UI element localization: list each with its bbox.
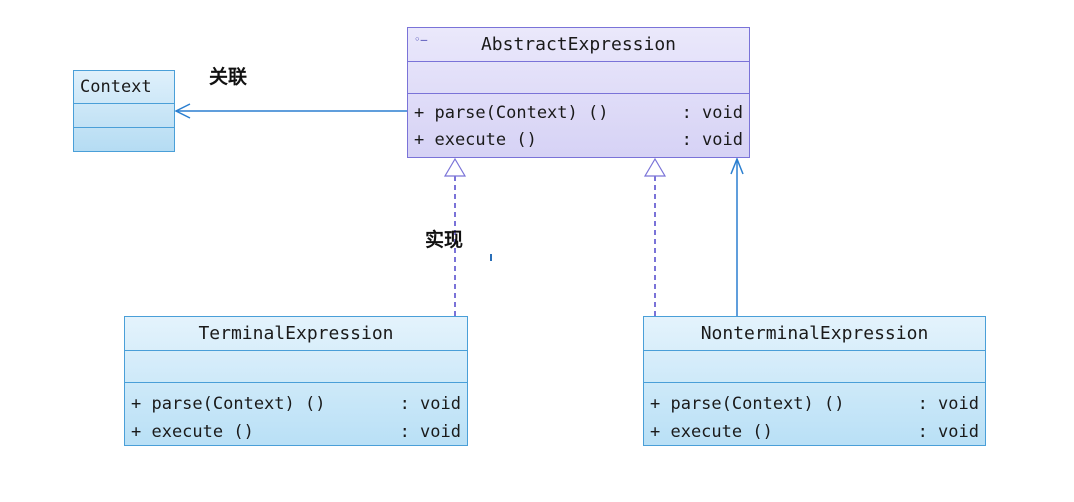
class-name: AbstractExpression <box>480 34 677 55</box>
operations-section: + parse(Context) () : void + execute () … <box>125 382 467 446</box>
class-name: Context <box>80 77 152 97</box>
operation-row: + parse(Context) () : void <box>644 390 985 418</box>
operations-section <box>74 127 174 151</box>
abstract-class-icon: ◦— <box>414 33 428 46</box>
attributes-section <box>125 350 467 382</box>
operation-type: : void <box>399 422 461 442</box>
attributes-section <box>74 103 174 127</box>
operation-type: : void <box>681 130 743 150</box>
operations-section: + parse(Context) () : void + execute () … <box>408 93 749 154</box>
class-nonterminal-expression[interactable]: NonterminalExpression + parse(Context) (… <box>643 316 986 446</box>
realization-arrowhead-nonterminal <box>643 157 667 177</box>
operation-type: : void <box>399 394 461 414</box>
realization-label: 实现 <box>425 229 464 251</box>
operation-row: + parse(Context) () : void <box>408 100 749 127</box>
class-name: NonterminalExpression <box>700 323 929 344</box>
operation-signature: + parse(Context) () <box>131 394 326 414</box>
operation-signature: + execute () <box>131 422 254 442</box>
operation-type: : void <box>681 103 743 123</box>
operation-signature: + parse(Context) () <box>650 394 845 414</box>
operation-signature: + execute () <box>414 130 537 150</box>
aggregation-arrowhead <box>730 156 744 175</box>
attributes-section <box>644 350 985 382</box>
realization-arrowhead-terminal <box>443 157 467 177</box>
class-terminal-expression[interactable]: TerminalExpression + parse(Context) () :… <box>124 316 468 446</box>
text-cursor-mark <box>490 254 492 261</box>
class-name: TerminalExpression <box>198 323 394 344</box>
attributes-section <box>408 61 749 93</box>
class-abstract-expression[interactable]: ◦— AbstractExpression + parse(Context) (… <box>407 27 750 158</box>
association-arrowhead <box>174 103 191 119</box>
operations-section: + parse(Context) () : void + execute () … <box>644 382 985 446</box>
association-label: 关联 <box>209 66 248 88</box>
operation-type: : void <box>917 422 979 442</box>
operation-row: + execute () : void <box>644 418 985 446</box>
operation-signature: + parse(Context) () <box>414 103 609 123</box>
operation-row: + execute () : void <box>408 127 749 154</box>
operation-type: : void <box>917 394 979 414</box>
operation-row: + parse(Context) () : void <box>125 390 467 418</box>
operation-row: + execute () : void <box>125 418 467 446</box>
class-context[interactable]: Context <box>73 70 175 152</box>
operation-signature: + execute () <box>650 422 773 442</box>
